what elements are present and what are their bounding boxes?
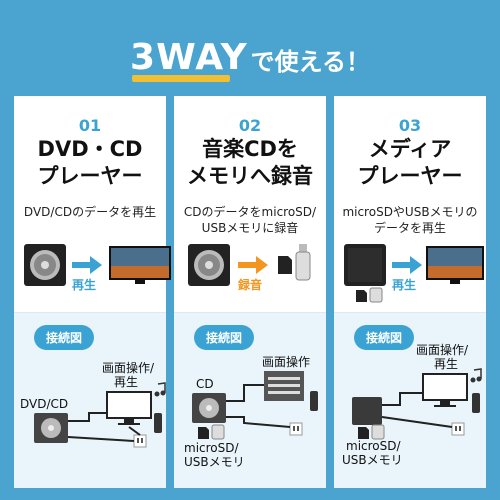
diagram-label-memory-2: USBメモリ [342, 453, 403, 467]
panel-cd-recording: 02 音楽CDを メモリへ録音 CDのデータをmicroSD/ USBメモリに録… [174, 96, 326, 488]
tv-small-icon [106, 391, 152, 425]
remote-icon [472, 393, 480, 413]
desc-line: CDのデータをmicroSD/ [183, 205, 317, 219]
panel-title: 音楽CDを メモリへ録音 [174, 136, 326, 190]
microsd-card-icon [278, 256, 292, 274]
power-outlet-icon [451, 422, 465, 436]
title-line: DVD・CD [37, 137, 143, 161]
arrow-icon [72, 256, 102, 274]
diagram-label-memory: microSD/ [184, 441, 239, 455]
microsd-usb-icon [356, 287, 383, 303]
cable-lines [381, 392, 453, 428]
remote-icon [154, 413, 162, 433]
panel-number: 02 [238, 116, 262, 135]
arrow-label: 再生 [72, 278, 97, 292]
diagram-label-cd: CD [196, 377, 214, 391]
dvd-drive-icon [24, 244, 66, 286]
headline-underline [132, 75, 231, 82]
usage-flow: 再生 [334, 244, 486, 303]
desc-line: データを再生 [373, 221, 446, 235]
dvd-drive-icon [188, 244, 230, 286]
usage-flow: 再生 [14, 244, 171, 292]
diagram-label-screen-2: 再生 [114, 375, 139, 389]
diagram-label-screen: 画面操作 [262, 355, 311, 369]
connection-diagram-pill: 接続図 [34, 325, 95, 350]
panel-media-player: 03 メディア プレーヤー microSDやUSBメモリの データを再生 [334, 96, 486, 488]
title-line: プレーヤー [37, 164, 143, 188]
cable-lines [226, 384, 291, 428]
arrow-icon [392, 256, 422, 274]
headline: 3WAY で使える！ [0, 22, 500, 82]
cable-lines [67, 412, 141, 442]
title-line: メモリへ録音 [187, 164, 313, 188]
media-player-icon [264, 371, 304, 401]
connection-diagram: 接続図 画面操作 CD microSD/ USBメモリ [174, 312, 326, 488]
microsd-usb-icon [198, 424, 225, 440]
remote-icon [310, 391, 318, 411]
panel-title: メディア プレーヤー [334, 136, 486, 190]
usage-flow: 録音 [174, 244, 326, 292]
diagram-label-memory: microSD/ [346, 439, 401, 453]
arrow-icon [238, 256, 268, 274]
panel-top: 02 音楽CDを メモリへ録音 CDのデータをmicroSD/ USBメモリに録… [174, 96, 326, 312]
panel-description: DVD/CDのデータを再生 [14, 204, 166, 220]
connection-diagram: 接続図 画面操作/ 再生 microSD/ USBメモリ [334, 312, 486, 488]
music-note-icon [470, 368, 482, 383]
media-drive-small-icon [352, 397, 382, 425]
media-drive-icon [344, 244, 386, 286]
music-note-icon [154, 382, 166, 397]
tv-icon [426, 246, 484, 284]
power-outlet-icon [289, 422, 303, 436]
connection-diagram-pill: 接続図 [194, 325, 255, 350]
panel-description: CDのデータをmicroSD/ USBメモリに録音 [174, 204, 326, 236]
panel-top: 01 DVD・CD プレーヤー DVD/CDのデータを再生 再生 [14, 96, 171, 312]
arrow-label: 再生 [392, 278, 417, 292]
diagram-label-device: DVD/CD [20, 397, 69, 411]
panel-number: 03 [398, 116, 422, 135]
title-line: プレーヤー [357, 164, 463, 188]
headline-3way: 3WAY [130, 37, 248, 78]
usb-stick-icon [295, 244, 311, 281]
panel-description: microSDやUSBメモリの データを再生 [334, 204, 486, 236]
microsd-usb-icon [358, 424, 385, 440]
title-line: メディア [368, 137, 452, 161]
panel-title: DVD・CD プレーヤー [14, 136, 166, 190]
desc-line: microSDやUSBメモリの [342, 205, 478, 219]
diagram-label-screen: 画面操作/ [102, 361, 155, 375]
connection-diagram-pill: 接続図 [354, 325, 415, 350]
panel-number: 01 [78, 116, 102, 135]
tv-small-icon [422, 373, 468, 407]
panel-top: 03 メディア プレーヤー microSDやUSBメモリの データを再生 [334, 96, 486, 312]
diagram-label-memory-2: USBメモリ [184, 455, 245, 469]
desc-line: DVD/CDのデータを再生 [23, 205, 157, 219]
panels: 01 DVD・CD プレーヤー DVD/CDのデータを再生 再生 [14, 96, 486, 488]
arrow-label: 録音 [238, 278, 263, 292]
panel-dvd-cd-player: 01 DVD・CD プレーヤー DVD/CDのデータを再生 再生 [14, 96, 171, 488]
connection-diagram: 接続図 DVD/CD 画面操作/ 再生 [14, 312, 166, 488]
headline-suffix: で使える！ [250, 48, 370, 76]
title-line: 音楽CDを [202, 137, 298, 161]
dvd-drive-small-icon [192, 393, 226, 423]
diagram-label-screen: 画面操作/ [416, 343, 469, 357]
desc-line: USBメモリに録音 [201, 221, 299, 235]
dvd-drive-small-icon [34, 413, 68, 443]
diagram-label-screen-2: 再生 [434, 357, 459, 371]
tv-icon [109, 246, 171, 284]
